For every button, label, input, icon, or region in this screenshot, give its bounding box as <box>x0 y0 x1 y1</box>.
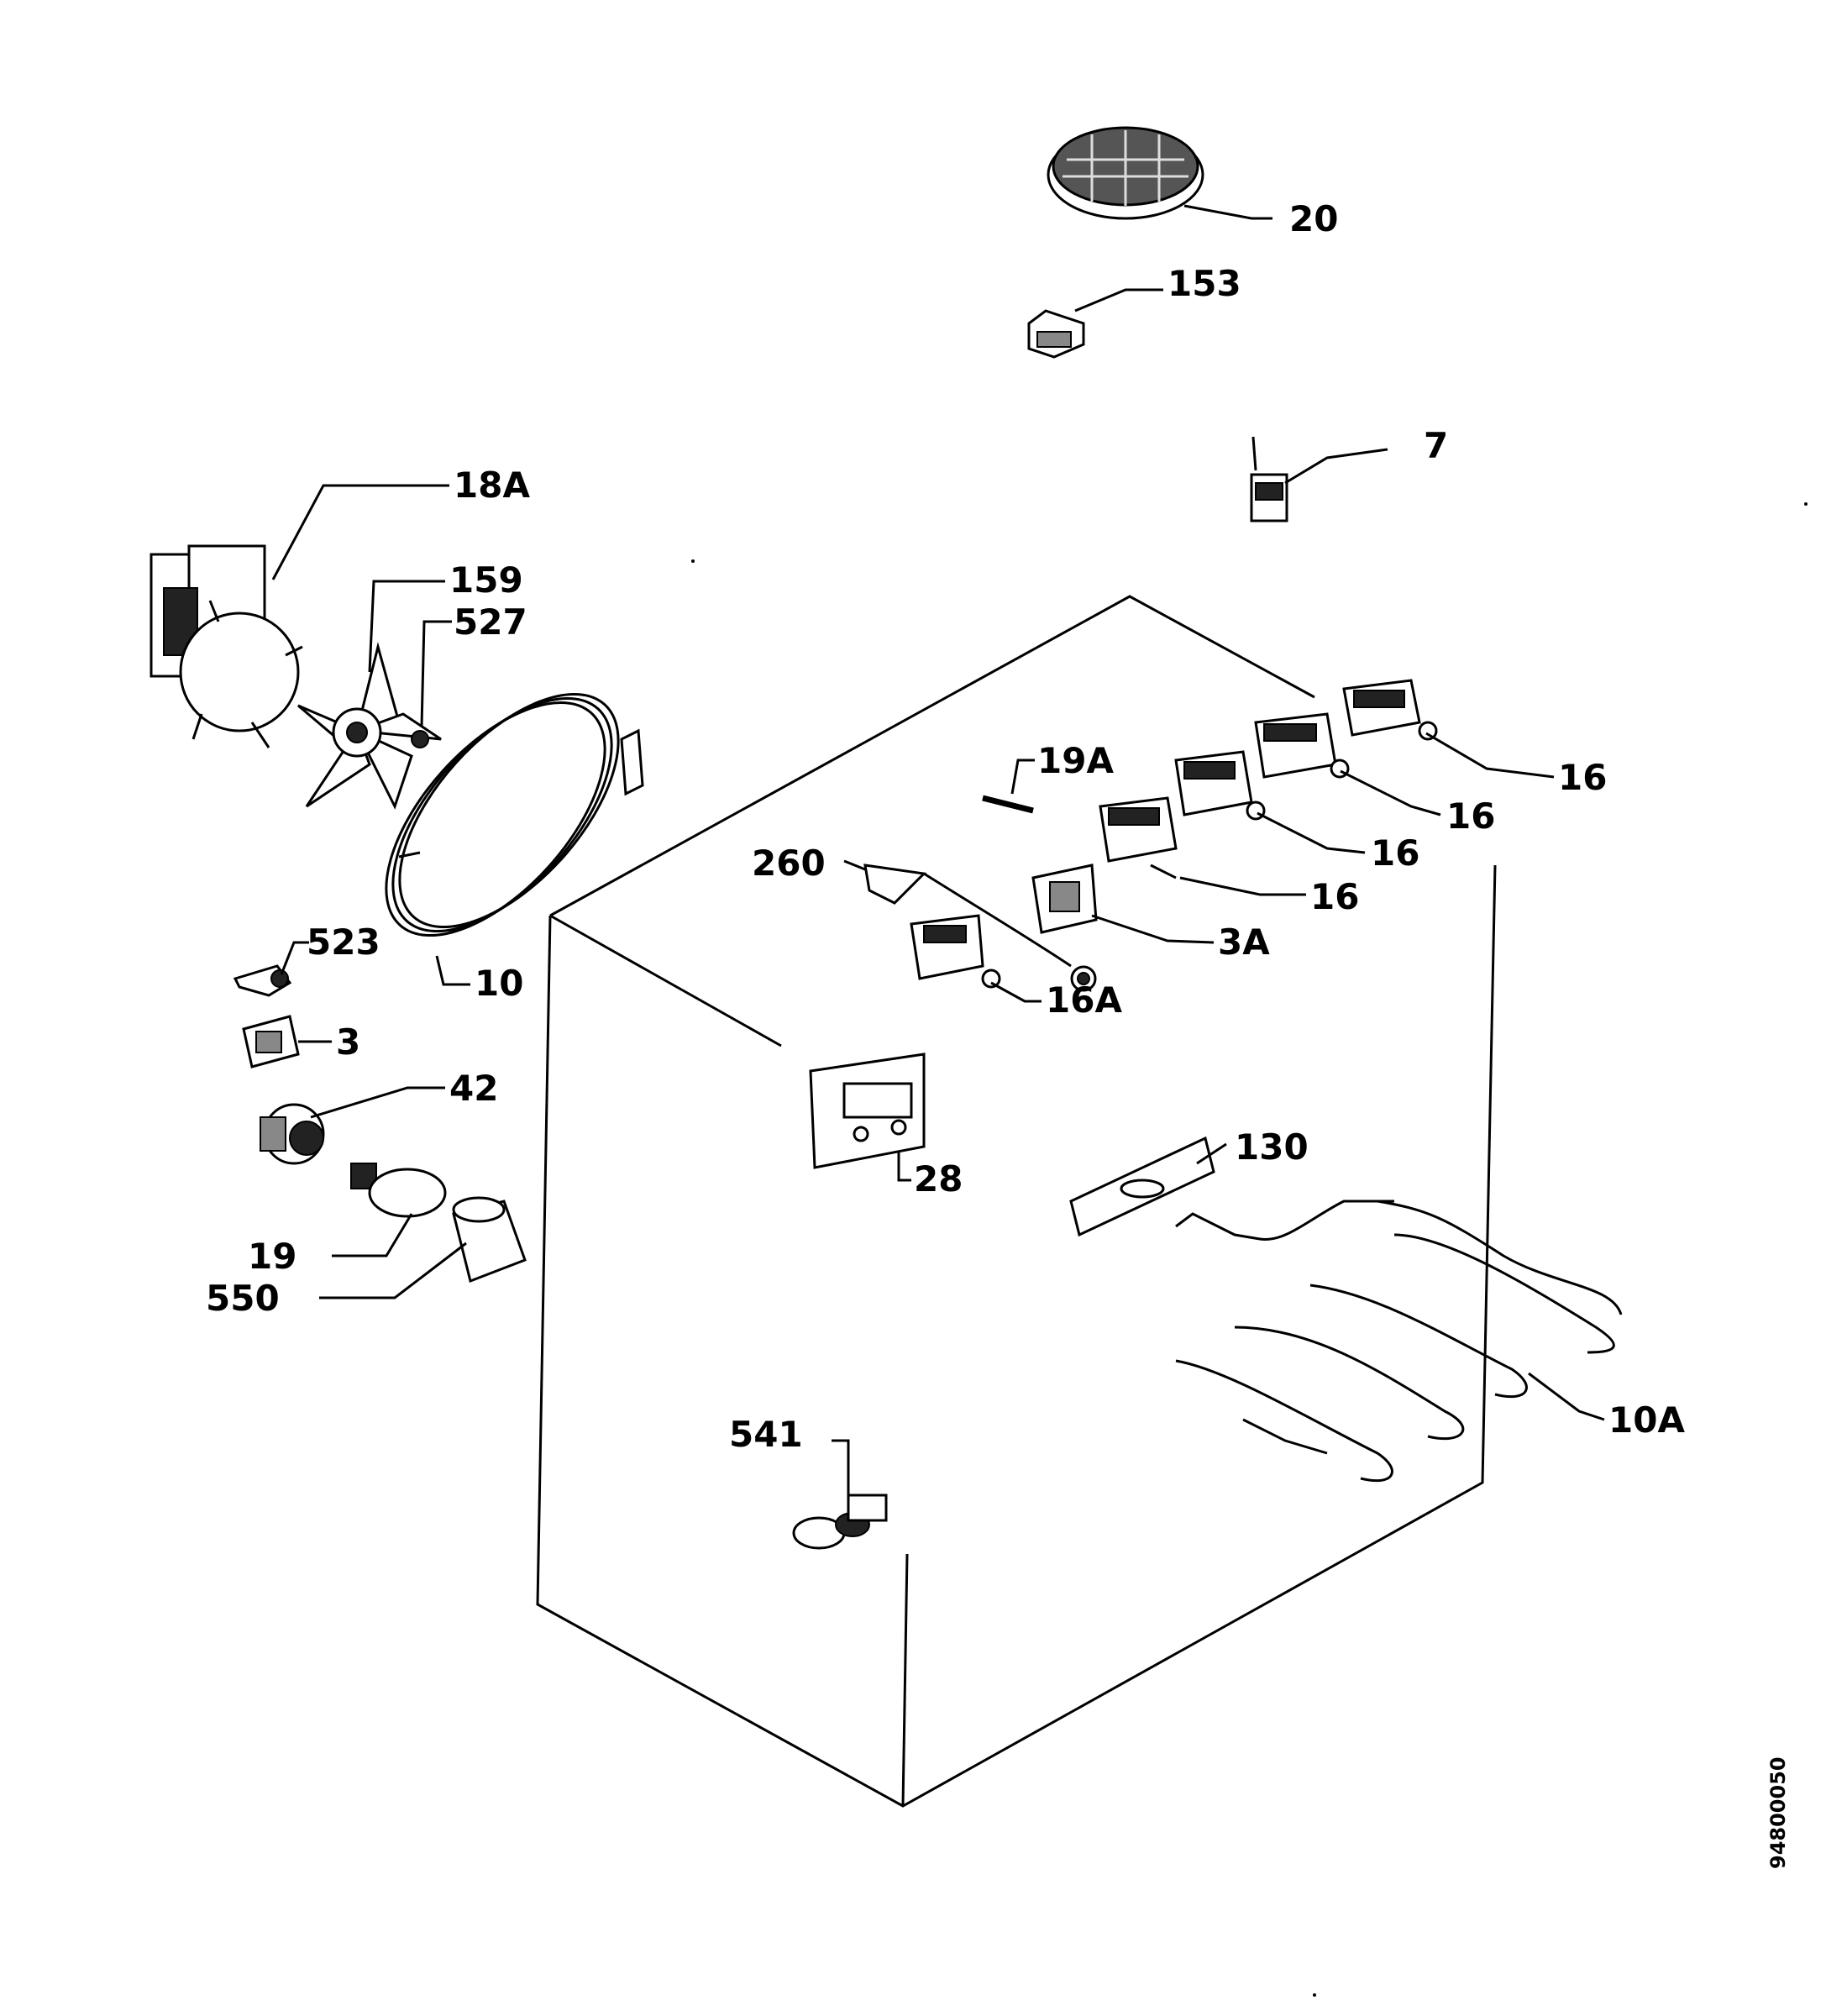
part-19A-probe <box>982 795 1034 814</box>
label-42: 42 <box>449 1068 498 1109</box>
part-16-switch-1 <box>1342 679 1438 741</box>
label-159: 159 <box>449 559 523 601</box>
part-3A-thermostat <box>1031 864 1098 934</box>
part-20-grease-filter <box>1047 126 1204 220</box>
part-523-clip <box>233 964 292 997</box>
label-16-switch-4: 16 <box>1310 876 1359 917</box>
label-16A: 16A <box>1046 979 1122 1021</box>
label-3: 3 <box>336 1021 360 1063</box>
part-18A-fan-motor <box>150 544 303 748</box>
label-541: 541 <box>729 1414 803 1455</box>
label-527: 527 <box>454 601 527 643</box>
drawing-code: 94800050 <box>1766 1756 1790 1869</box>
part-130-element-plate <box>1069 1136 1215 1237</box>
part-10A-grill-element <box>1175 1200 1623 1483</box>
oven-cabinet <box>536 595 1497 1808</box>
label-10: 10 <box>475 963 523 1004</box>
part-labels: 20 153 7 18A 159 527 16 16 16 16 19A 260… <box>206 198 1685 1455</box>
part-7-door-switch <box>1250 436 1288 522</box>
part-550-lamp-cover <box>452 1196 527 1284</box>
label-20: 20 <box>1289 198 1338 239</box>
label-16-switch-3: 16 <box>1371 832 1419 874</box>
label-18A: 18A <box>454 465 530 506</box>
label-10A: 10A <box>1608 1399 1685 1441</box>
label-19A: 19A <box>1037 740 1114 781</box>
label-16-switch-2: 16 <box>1446 795 1495 837</box>
label-16-switch-1: 16 <box>1558 757 1607 798</box>
label-7: 7 <box>1424 425 1448 466</box>
label-523: 523 <box>307 921 380 963</box>
label-153: 153 <box>1167 263 1241 304</box>
part-16-switch-4 <box>1099 796 1178 879</box>
label-19: 19 <box>248 1236 296 1277</box>
label-130: 130 <box>1235 1126 1309 1168</box>
part-16A-switch <box>910 914 1001 989</box>
label-260: 260 <box>752 843 826 884</box>
part-19-lamp-bulb <box>350 1163 447 1218</box>
part-3-lamp-holder <box>242 1015 300 1068</box>
part-28-timer <box>809 1053 926 1169</box>
part-541-terminal-block <box>792 1494 888 1550</box>
label-3A: 3A <box>1218 921 1270 963</box>
part-260-thermostat-probe <box>863 864 1097 992</box>
leader-lines <box>271 204 1605 1495</box>
label-550: 550 <box>206 1278 280 1319</box>
part-16-switch-2 <box>1254 712 1350 779</box>
part-527-fan-nut <box>411 730 429 748</box>
label-28: 28 <box>914 1158 963 1200</box>
part-16-switch-3 <box>1174 750 1266 821</box>
part-42-lamp-socket <box>260 1103 325 1165</box>
part-10-circular-element <box>385 692 644 937</box>
part-153-bracket <box>1027 309 1085 359</box>
